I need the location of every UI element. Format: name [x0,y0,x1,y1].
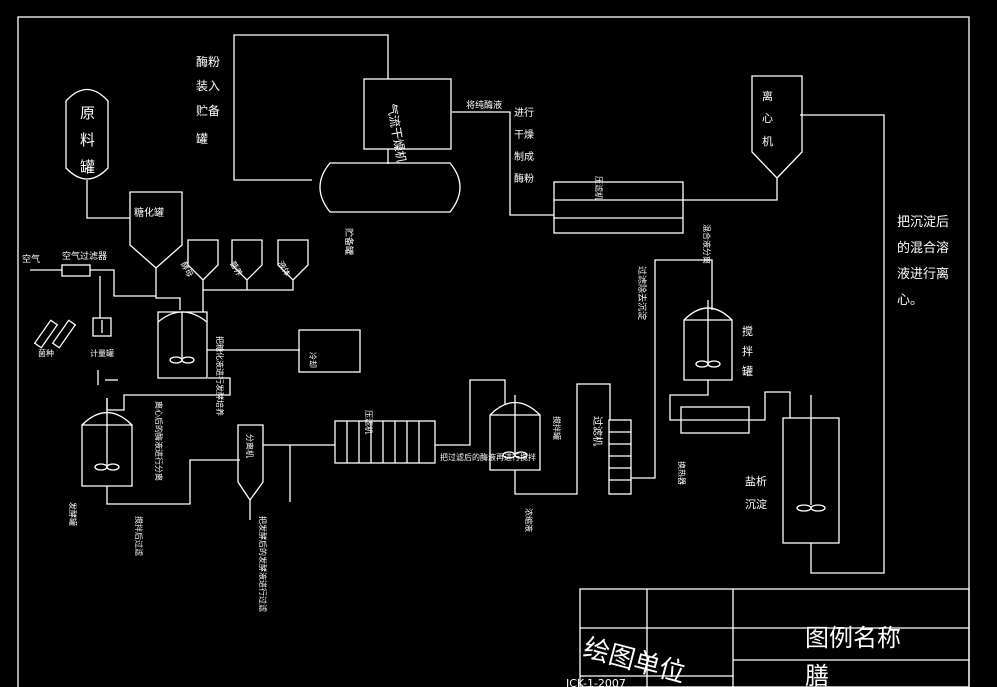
saccharification-tank: 糖化罐 [129,191,183,269]
svg-text:搅拌罐: 搅拌罐 [552,416,562,440]
heat-exchanger: 换热器 [677,406,750,485]
plate-filter: 压滤机 [334,410,436,464]
saccharify-label: 糖化罐 [134,206,164,219]
svg-text:酵母: 酵母 [179,260,195,278]
svg-text:心。: 心。 [897,293,923,308]
svg-text:冷却: 冷却 [308,352,318,368]
additive-hoppers: 酵母 营养 液体 [179,239,309,281]
salt-out-tank: 盐析 沉淀 [745,395,840,544]
separator: 分离机 [237,424,264,502]
svg-text:制成: 制成 [514,150,534,163]
title-block: 绘图单位 图例名称 膳 JCK-1-2007 [565,588,970,687]
svg-text:把糖化液进行发酵培养: 把糖化液进行发酵培养 [215,336,225,416]
title-block-name: 图例名称 [805,624,901,652]
svg-text:将纯酶液: 将纯酶液 [466,99,502,111]
svg-text:料: 料 [80,131,95,149]
title-block-extra: 膳 [805,662,829,687]
svg-text:离: 离 [762,89,773,103]
svg-text:菌种: 菌种 [38,348,54,358]
title-block-code: JCK-1-2007 [565,677,626,687]
svg-text:混合液分离: 混合液分离 [702,224,712,264]
svg-text:浓缩液: 浓缩液 [524,508,534,532]
stir-tank-middle: 搅拌罐 [489,395,562,471]
cooler-box [298,329,361,373]
svg-text:换热器: 换热器 [677,461,687,485]
svg-text:的混合溶: 的混合溶 [897,240,949,256]
svg-text:罐: 罐 [742,365,753,378]
fermenter: 发酵罐 [68,398,133,526]
svg-text:计量罐: 计量罐 [90,348,114,358]
svg-text:压滤机: 压滤机 [364,410,374,434]
air-label: 空气 [22,253,40,265]
raw-tank-label: 原 [80,104,95,122]
svg-text:搅拌后过滤: 搅拌后过滤 [134,516,144,556]
svg-text:沉淀: 沉淀 [745,497,767,511]
svg-text:进行: 进行 [514,106,534,119]
filter-machine: 过滤机 [591,416,632,495]
svg-text:酶粉: 酶粉 [514,172,534,185]
svg-text:液体: 液体 [276,259,293,278]
air-filter [61,264,91,277]
svg-text:离心后的酶液进行分离: 离心后的酶液进行分离 [154,401,164,481]
air-filter-label: 空气过滤器 [62,250,107,262]
svg-text:心: 心 [762,112,773,125]
svg-text:过滤机: 过滤机 [591,416,604,446]
airflow-dryer: 气流干燥机 [363,78,452,164]
drawing-frame [17,16,970,687]
filter-press: 压滤机 [553,176,684,234]
svg-text:搅: 搅 [742,324,753,338]
culture-slants: 菌种 计量罐 [33,319,114,358]
svg-text:过滤除去沉淀: 过滤除去沉淀 [636,266,648,320]
svg-text:机: 机 [762,134,773,148]
svg-text:液进行离: 液进行离 [897,266,949,282]
svg-text:装入: 装入 [196,79,220,93]
svg-text:干燥: 干燥 [514,129,534,141]
svg-text:贮备罐: 贮备罐 [343,228,355,255]
svg-text:压滤机: 压滤机 [594,176,604,200]
centrifuge: 离 心 机 [751,75,803,179]
svg-text:罐: 罐 [80,158,95,176]
svg-text:酶粉: 酶粉 [196,54,220,69]
stir-tank-right: 搅 拌 罐 混合液分离 [683,224,753,381]
svg-text:分离机: 分离机 [245,434,255,458]
storage-tank: 贮备罐 [319,162,461,255]
svg-text:罐: 罐 [196,132,208,146]
svg-text:贮备: 贮备 [196,103,220,118]
svg-text:拌: 拌 [742,344,753,358]
svg-text:把沉淀后: 把沉淀后 [897,215,949,230]
svg-text:盐析: 盐析 [745,474,767,488]
svg-text:把发酵后的发酵液进行过滤: 把发酵后的发酵液进行过滤 [258,516,268,612]
raw-material-tank: 原 料 罐 [65,88,109,180]
seed-tank [157,311,208,379]
svg-text:把过滤后的酶液再进行搅拌: 把过滤后的酶液再进行搅拌 [440,452,536,462]
svg-text:发酵罐: 发酵罐 [68,502,78,526]
